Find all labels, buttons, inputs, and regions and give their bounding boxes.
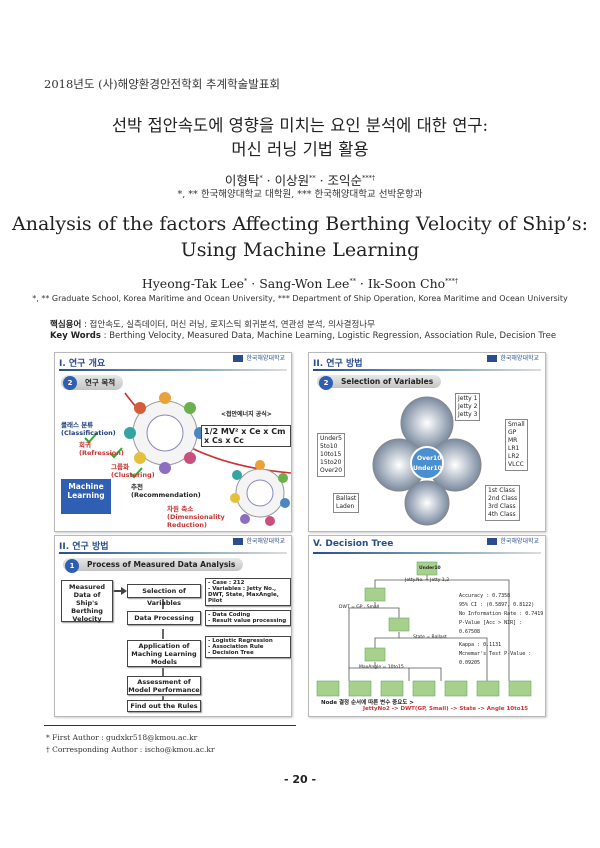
conference-header: 2018년도 (사)해양환경안전학회 추계학술발표회 [44,77,280,91]
center-over10: Over10 [417,455,442,462]
formula-title: <접안에너지 공식> [221,411,272,418]
center-under10: Under10 [413,465,442,472]
english-affiliation: *, ** Graduate School, Korea Maritime an… [32,294,568,303]
label-classification: 클래스 분류(Classification) [61,421,116,437]
source-data-box: Measured Data of Ship's Berthing Velocit… [61,580,113,623]
root-node: Under10 [419,566,441,571]
split-angle: MaxAngle = 10to15 [359,665,404,670]
label-regression: 회귀(Refression) [79,441,124,457]
english-title-line2: Using Machine Learning [180,239,420,261]
importance-caption: Node 결정 순서에 따른 변수 중요도 > [321,700,414,706]
university-logo: 한국해양대학교 [487,538,539,545]
notes-processing: - Data Coding- Result value processing [205,610,291,626]
panel-header: I. 연구 개요 [59,359,106,369]
step-assessment: Assessment of Model Performance [127,676,201,695]
step-selection: Selection of Variables [127,584,201,607]
university-logo: 한국해양대학교 [233,538,285,545]
split-state: State = Ballast [413,635,447,640]
label-recommendation: 추천(Recommendation) [131,483,201,499]
step-data-processing: Data Processing [127,611,201,625]
panel-header: II. 연구 방법 [313,359,363,369]
rule-sequence: JettyNo2 -> DWT(GP, Small) -> State -> A… [363,706,529,712]
label-clustering: 그룹화(Clustering) [111,463,155,479]
footnote-first-author: * First Author : gudxkr518@kmou.ac.kr [46,733,198,742]
university-logo: 한국해양대학교 [233,355,285,362]
step-rules: Find out the Rules [127,700,201,712]
keywords-korean: 핵심용어 : 접안속도, 실측데이터, 머신 러닝, 로지스틱 회귀분석, 연관… [50,320,375,330]
header-rule [313,369,541,371]
header-rule [59,369,287,371]
korean-title-line1: 선박 접안속도에 영향을 미치는 요인 분석에 대한 연구: [111,116,489,135]
keywords-english: Key Words : Berthing Velocity, Measured … [50,331,557,341]
page-number: - 20 - [283,773,317,786]
korean-affiliation: *, ** 한국해양대학교 대학원, *** 한국해양대학교 선박운항과 [177,189,423,200]
korean-title-line2: 머신 러닝 기법 활용 [231,140,369,159]
footnote-corresponding-author: † Corresponding Author : ischo@kmou.ac.k… [46,745,215,754]
split-dwt: DWT = GP , Small [339,605,380,610]
process-arrows [113,587,164,704]
footnote-rule [44,725,296,726]
overview-graphic [84,392,291,526]
header-rule [59,552,287,554]
university-logo: 한국해양대학교 [487,355,539,362]
split-jetty: Jetty.No. = Jetty 1,2 [405,578,450,583]
berthing-energy-formula: 1/2 MV² x Ce x Cm x Cs x Cc [201,425,291,447]
header-rule [313,552,541,554]
panel-decision-tree: V. Decision Tree 한국해양대학교 Under10 Jetty.N… [308,535,546,717]
variable-graphic [372,396,482,526]
notes-models: - Logistic Regression- Association Rule-… [205,636,291,658]
panel-header: II. 연구 방법 [59,542,109,552]
decision-tree-diagram [316,561,532,697]
english-authors: Hyeong-Tak Lee* · Sang-Won Lee** · Ik-So… [141,276,459,291]
step-ml-models: Application of Maching Learning Models [127,640,201,667]
notes-variables: - Case : 212- Variables : Jetty No., DWT… [205,578,291,606]
panel-header: V. Decision Tree [313,539,394,549]
korean-authors: 이형탁* · 이상원** · 조익순***† [224,173,376,188]
english-title-line1: Analysis of the factors Affecting Berthi… [12,213,588,235]
